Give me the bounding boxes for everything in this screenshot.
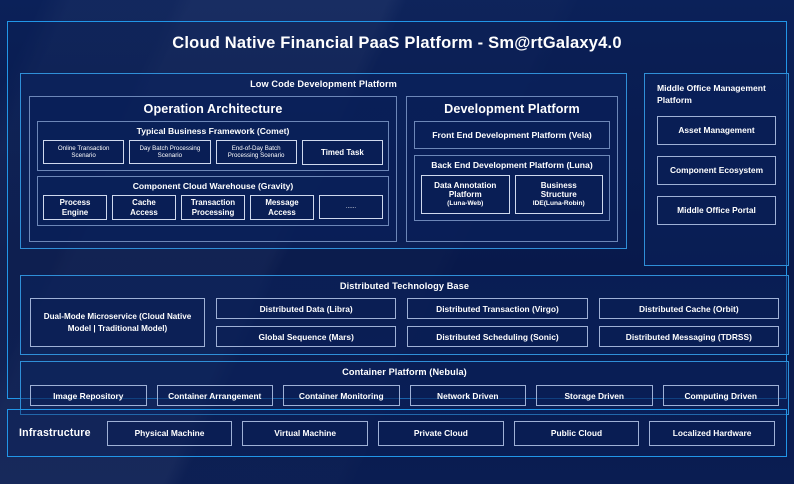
middle-office-management-platform-panel: Middle Office Management Platform Asset … <box>644 73 789 266</box>
page-title: Cloud Native Financial PaaS Platform - S… <box>172 34 622 52</box>
chip-line-1: Timed Task <box>321 147 364 157</box>
middle-office-item-asset-management[interactable]: Asset Management <box>657 115 776 145</box>
front-end-development-platform[interactable]: Front End Development Platform (Vela) <box>414 121 610 149</box>
low-code-development-platform-panel: Low Code Development Platform Operation … <box>20 73 627 249</box>
container-platform-panel: Container Platform (Nebula) Image Reposi… <box>20 361 789 415</box>
infrastructure-cell-virtual-machine[interactable]: Virtual Machine <box>242 420 368 446</box>
chip-line-1: Business <box>540 180 577 190</box>
chip-line-2: Platform <box>448 190 482 200</box>
middle-office-panel-title: Middle Office Management Platform <box>657 83 766 106</box>
chip-line-1: Online Transaction <box>57 144 110 152</box>
container-cell-image-repository[interactable]: Image Repository <box>30 385 147 406</box>
operation-architecture-panel: Operation Architecture Typical Business … <box>29 96 397 242</box>
chip-line-1: End-of-Day Batch <box>231 144 281 152</box>
chip-line-2: Access <box>268 207 296 217</box>
container-platform-items: Image Repository Container Arrangement C… <box>30 385 779 406</box>
chip-line-2: Processing <box>191 207 235 217</box>
chip-line-1: Message <box>265 198 299 208</box>
dtb-column-2: Distributed Transaction (Virgo) Distribu… <box>407 298 588 347</box>
container-cell-container-arrangement[interactable]: Container Arrangement <box>156 385 273 406</box>
chip-line-2: Scenario <box>157 152 183 159</box>
dtb-cell-distributed-data[interactable]: Distributed Data (Libra) <box>216 298 397 319</box>
chip-process-engine[interactable]: Process Engine <box>43 195 107 220</box>
infrastructure-cell-physical-machine[interactable]: Physical Machine <box>106 420 233 446</box>
distributed-technology-base-title: Distributed Technology Base <box>339 281 470 291</box>
development-platform-panel: Development Platform Front End Developme… <box>406 96 618 242</box>
chip-line-1: Process <box>59 198 91 208</box>
chip-more-ellipsis[interactable]: ...... <box>319 195 383 219</box>
infrastructure-cell-private-cloud[interactable]: Private Cloud <box>378 420 504 446</box>
back-end-development-platform-group: Back End Development Platform (Luna) Dat… <box>414 155 610 221</box>
distributed-technology-base-body: Dual-Mode Microservice (Cloud Native Mod… <box>30 298 779 347</box>
chip-line-1: ...... <box>345 203 357 211</box>
low-code-panel-title: Low Code Development Platform <box>250 79 397 89</box>
distributed-technology-base-panel: Distributed Technology Base Dual-Mode Mi… <box>20 275 789 355</box>
container-platform-title: Container Platform (Nebula) <box>342 367 467 377</box>
chip-cache-access[interactable]: Cache Access <box>112 195 176 220</box>
chip-end-of-day-batch-processing-scenario[interactable]: End-of-Day Batch Processing Scenario <box>215 140 297 164</box>
dtb-cell-distributed-cache[interactable]: Distributed Cache (Orbit) <box>598 298 779 319</box>
chip-line-2: Engine <box>61 207 89 217</box>
dtb-cell-global-sequence[interactable]: Global Sequence (Mars) <box>216 326 397 347</box>
component-cloud-warehouse-title: Component Cloud Warehouse (Gravity) <box>132 181 294 191</box>
infrastructure-label: Infrastructure <box>19 427 91 439</box>
container-cell-computing-driven[interactable]: Computing Driven <box>662 385 779 406</box>
business-framework-items: Online Transaction Scenario Day Batch Pr… <box>43 140 383 165</box>
dtb-cell-distributed-transaction[interactable]: Distributed Transaction (Virgo) <box>407 298 588 319</box>
chip-line-1: Data Annotation <box>434 180 497 190</box>
back-end-development-platform-title: Back End Development Platform (Luna) <box>431 160 593 170</box>
container-cell-storage-driven[interactable]: Storage Driven <box>536 385 653 406</box>
component-cloud-warehouse-group: Component Cloud Warehouse (Gravity) Proc… <box>37 176 389 226</box>
chip-data-annotation-platform[interactable]: Data Annotation Platform (Luna-Web) <box>421 175 510 214</box>
chip-day-batch-processing-scenario[interactable]: Day Batch Processing Scenario <box>129 140 211 164</box>
middle-office-item-component-ecosystem[interactable]: Component Ecosystem <box>657 155 776 185</box>
container-cell-network-driven[interactable]: Network Driven <box>409 385 526 406</box>
dual-mode-microservice-box[interactable]: Dual-Mode Microservice (Cloud Native Mod… <box>30 298 205 347</box>
dtb-cell-distributed-messaging[interactable]: Distributed Messaging (TDRSS) <box>598 326 779 347</box>
chip-line-2: Scenario <box>71 152 96 159</box>
infrastructure-cell-localized-hardware[interactable]: Localized Hardware <box>649 420 775 446</box>
operation-architecture-title: Operation Architecture <box>143 102 283 116</box>
chip-line-2: Structure <box>540 190 577 200</box>
dtb-cell-distributed-scheduling[interactable]: Distributed Scheduling (Sonic) <box>407 326 588 347</box>
platform-outer-frame: Cloud Native Financial PaaS Platform - S… <box>7 21 789 415</box>
chip-timed-task[interactable]: Timed Task <box>301 140 383 165</box>
chip-line-3: IDE(Luna-Robin) <box>532 200 585 208</box>
chip-business-structure-ide[interactable]: Business Structure IDE(Luna-Robin) <box>514 175 603 214</box>
chip-line-1: Transaction <box>190 198 236 208</box>
infrastructure-panel: Infrastructure Physical Machine Virtual … <box>7 409 787 457</box>
typical-business-framework-group: Typical Business Framework (Comet) Onlin… <box>37 121 389 171</box>
dtb-column-1: Distributed Data (Libra) Global Sequence… <box>216 298 397 347</box>
low-code-columns: Operation Architecture Typical Business … <box>29 96 618 242</box>
back-end-items: Data Annotation Platform (Luna-Web) Busi… <box>421 175 603 214</box>
chip-transaction-processing[interactable]: Transaction Processing <box>181 195 245 220</box>
typical-business-framework-title: Typical Business Framework (Comet) <box>136 126 290 136</box>
infrastructure-cell-public-cloud[interactable]: Public Cloud <box>513 420 640 446</box>
chip-line-2: Access <box>130 207 158 217</box>
chip-online-transaction-scenario[interactable]: Online Transaction Scenario <box>43 140 125 164</box>
dtb-column-3: Distributed Cache (Orbit) Distributed Me… <box>598 298 779 347</box>
cloud-warehouse-items: Process Engine Cache Access <box>43 195 383 220</box>
chip-line-1: Day Batch Processing <box>139 144 201 152</box>
container-cell-container-monitoring[interactable]: Container Monitoring <box>283 385 400 406</box>
middle-office-item-middle-office-portal[interactable]: Middle Office Portal <box>657 195 776 225</box>
development-platform-title: Development Platform <box>444 102 580 116</box>
chip-line-3: (Luna-Web) <box>447 200 484 208</box>
chip-message-access[interactable]: Message Access <box>250 195 314 220</box>
chip-line-1: Cache <box>132 198 156 208</box>
chip-line-2: Processing Scenario <box>227 152 285 159</box>
